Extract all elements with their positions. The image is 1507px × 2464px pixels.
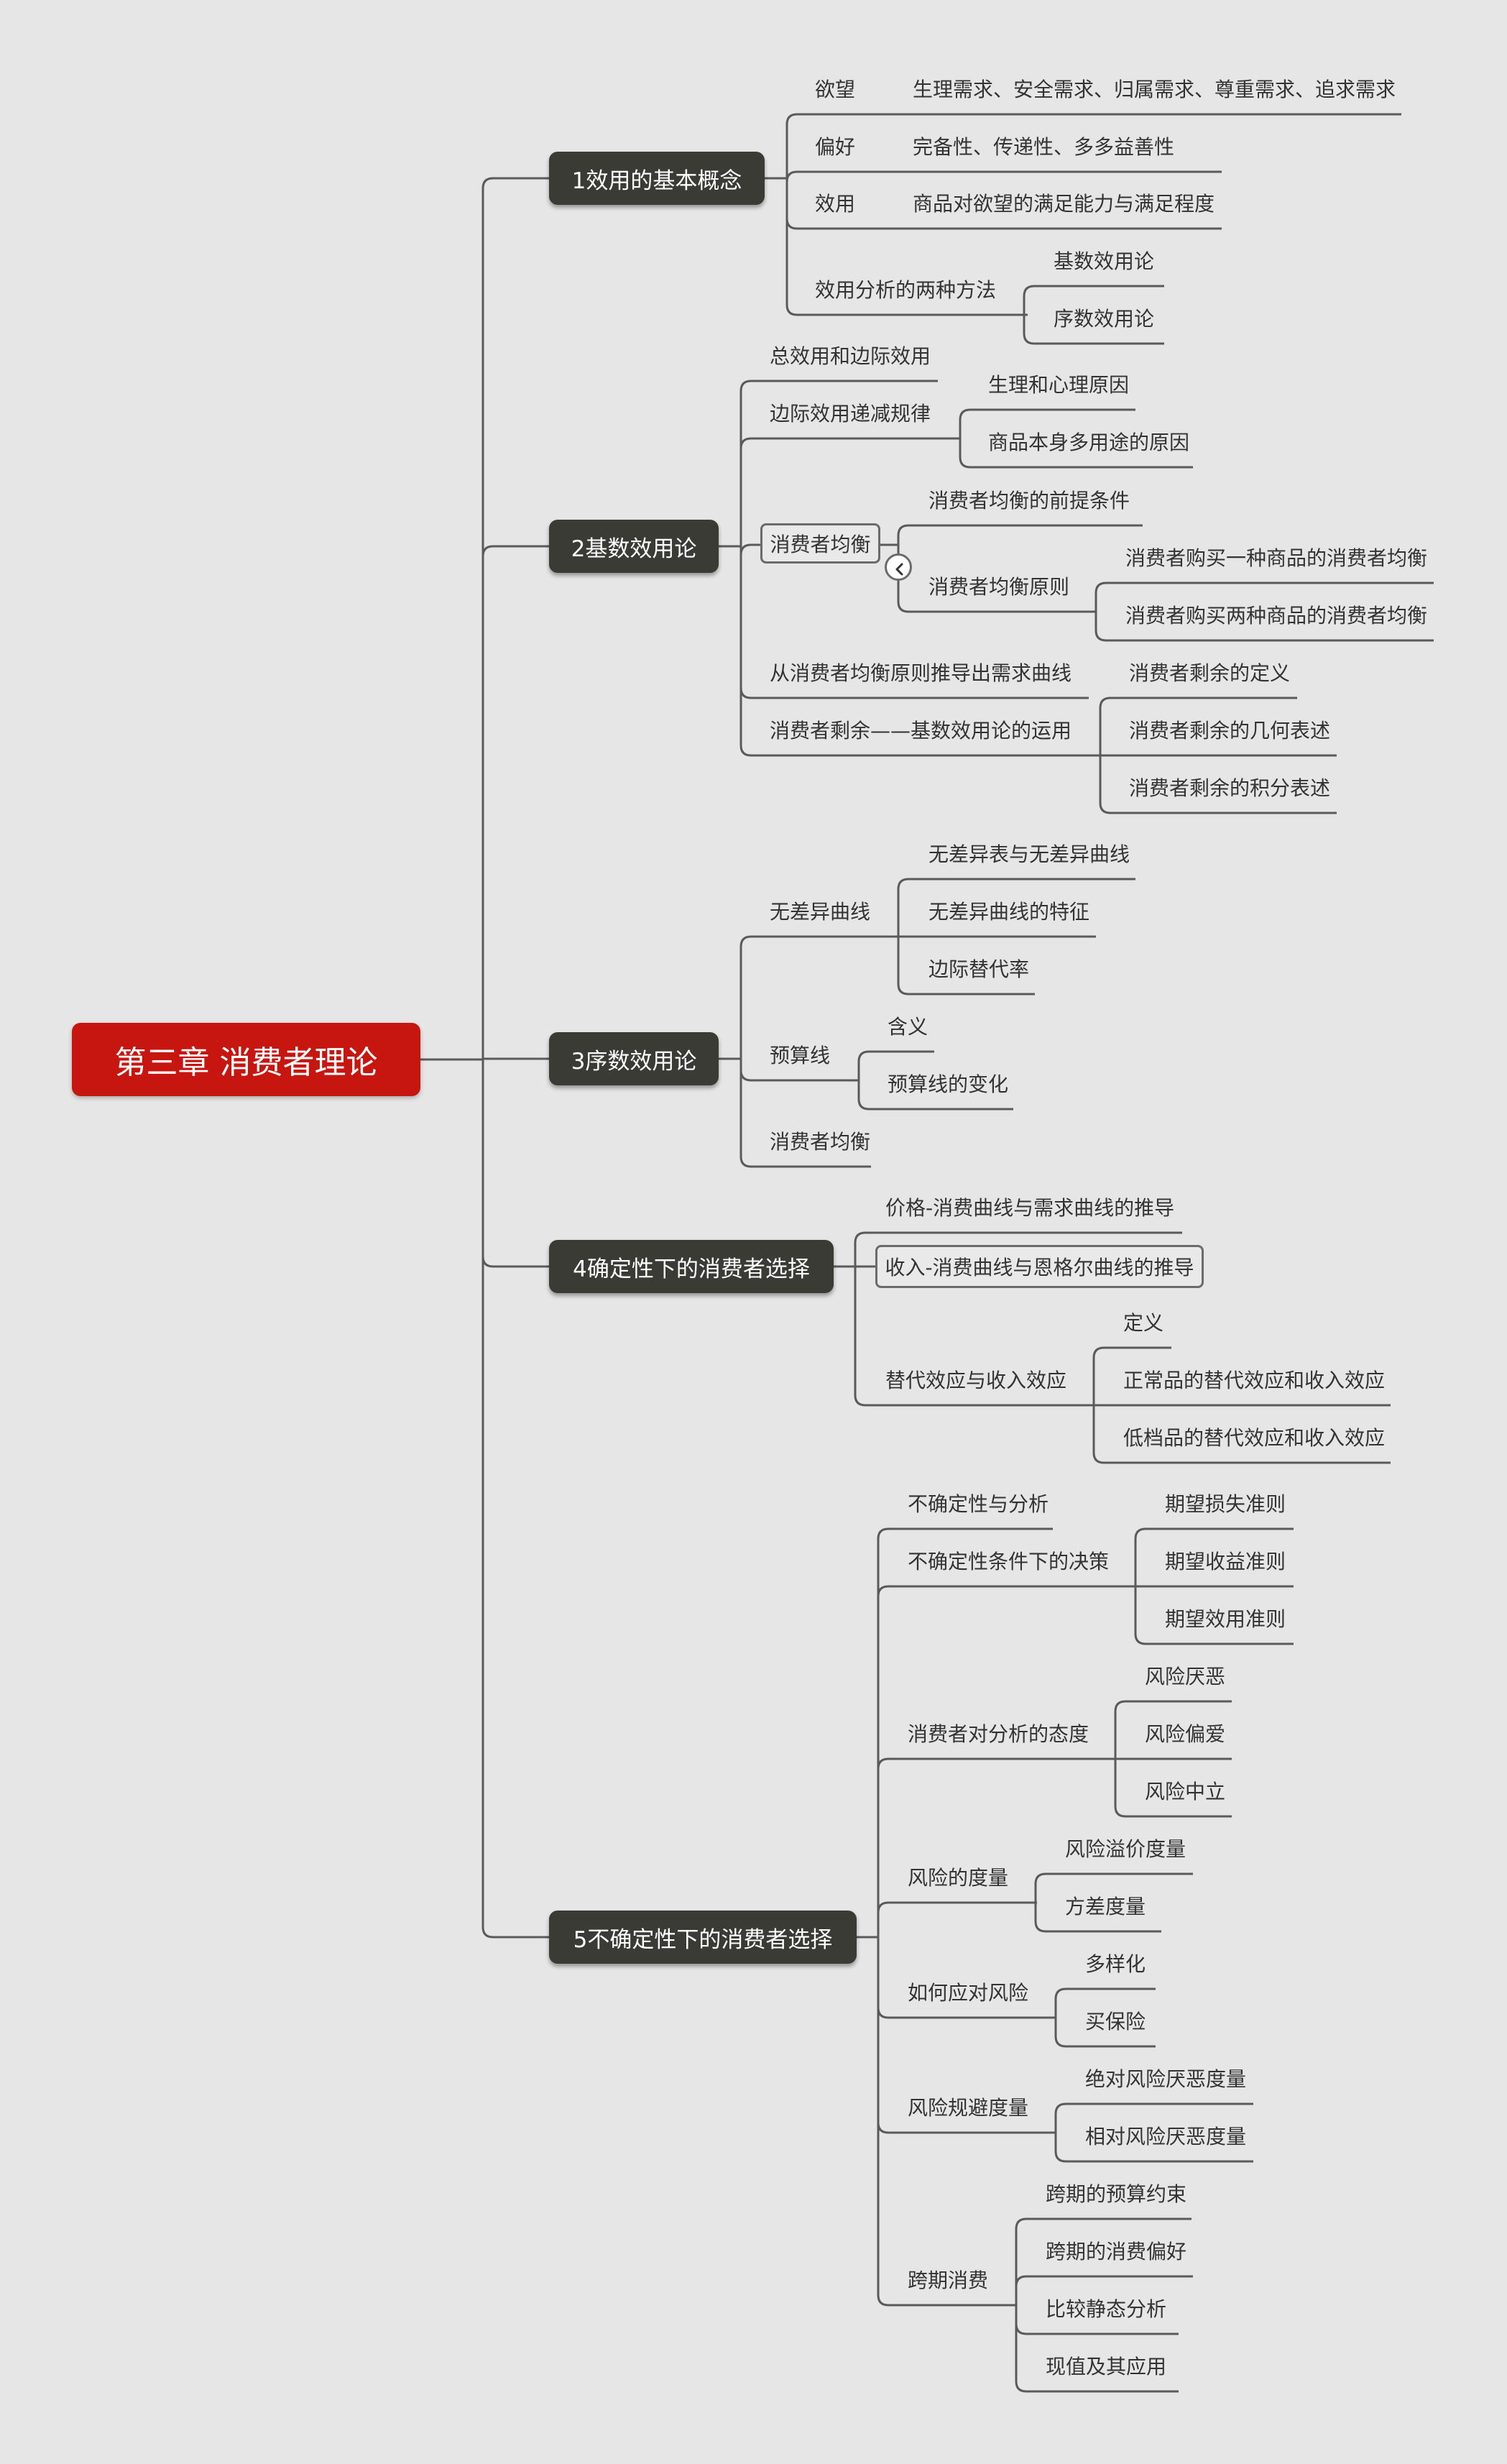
topic-indifference-curve[interactable]: 无差异曲线 (770, 900, 871, 924)
topic-absolute-risk-aversion[interactable]: 绝对风险厌恶度量 (1085, 2067, 1247, 2091)
topic-equilibrium-precondition[interactable]: 消费者均衡的前提条件 (928, 489, 1130, 512)
topic-expected-loss[interactable]: 期望损失准则 (1165, 1492, 1286, 1516)
topic-ordinal-utility[interactable]: 序数效用论 (1054, 307, 1155, 331)
topic-surplus-definition[interactable]: 消费者剩余的定义 (1129, 661, 1291, 685)
topic-ordinal-equilibrium[interactable]: 消费者均衡 (770, 1130, 871, 1154)
branch-node-3[interactable]: 3序数效用论 (549, 1032, 719, 1085)
topic-income-consumption-curve[interactable]: 收入-消费曲线与恩格尔曲线的推导 (875, 1245, 1204, 1288)
root-node[interactable]: 第三章 消费者理论 (72, 1023, 420, 1096)
topic-normal-good-effect[interactable]: 正常品的替代效应和收入效应 (1123, 1369, 1386, 1392)
topic-cardinal-utility[interactable]: 基数效用论 (1054, 249, 1155, 273)
topic-risk-neutral[interactable]: 风险中立 (1145, 1780, 1226, 1803)
branch-node-5[interactable]: 5不确定性下的消费者选择 (549, 1911, 857, 1964)
topic-insurance[interactable]: 买保险 (1085, 2010, 1146, 2033)
branch-node-4[interactable]: 4确定性下的消费者选择 (549, 1240, 834, 1293)
topic-inferior-good-effect[interactable]: 低档品的替代效应和收入效应 (1123, 1426, 1386, 1450)
topic-intertemporal-consumption[interactable]: 跨期消费 (908, 2268, 989, 2292)
topic-effect-definition[interactable]: 定义 (1123, 1311, 1164, 1335)
topic-derive-demand-curve[interactable]: 从消费者均衡原则推导出需求曲线 (770, 661, 1072, 685)
topic-risk-measure[interactable]: 风险的度量 (908, 1866, 1009, 1890)
topic-substitution-income-effect[interactable]: 替代效应与收入效应 (885, 1369, 1067, 1392)
topic-equilibrium-principle[interactable]: 消费者均衡原则 (928, 575, 1070, 599)
topic-desire-detail[interactable]: 生理需求、安全需求、归属需求、尊重需求、追求需求 (913, 78, 1396, 101)
topic-risk-averse[interactable]: 风险厌恶 (1145, 1665, 1226, 1688)
topic-multi-use-reason[interactable]: 商品本身多用途的原因 (988, 431, 1190, 454)
topic-indifference-table[interactable]: 无差异表与无差异曲线 (928, 842, 1130, 866)
collapse-toggle-button[interactable] (885, 553, 912, 581)
topic-utility-detail[interactable]: 商品对欲望的满足能力与满足程度 (913, 192, 1215, 216)
topic-two-methods[interactable]: 效用分析的两种方法 (815, 278, 997, 302)
topic-diminishing-marginal-utility[interactable]: 边际效用递减规律 (770, 402, 931, 426)
topic-present-value[interactable]: 现值及其应用 (1046, 2355, 1167, 2378)
topic-one-good-equilibrium[interactable]: 消费者购买一种商品的消费者均衡 (1125, 546, 1428, 570)
topic-mrs[interactable]: 边际替代率 (928, 957, 1030, 981)
topic-desire[interactable]: 欲望 (815, 78, 856, 101)
branch-node-1[interactable]: 1效用的基本概念 (549, 152, 765, 205)
topic-cope-with-risk[interactable]: 如何应对风险 (908, 1981, 1029, 2005)
topic-uncertainty-analysis[interactable]: 不确定性与分析 (908, 1492, 1049, 1516)
topic-preference[interactable]: 偏好 (815, 135, 856, 159)
topic-risk-aversion-measure[interactable]: 风险规避度量 (908, 2096, 1029, 2120)
topic-intertemporal-preference[interactable]: 跨期的消费偏好 (1046, 2240, 1187, 2263)
topic-relative-risk-aversion[interactable]: 相对风险厌恶度量 (1085, 2125, 1247, 2148)
topic-decision-under-uncertainty[interactable]: 不确定性条件下的决策 (908, 1550, 1110, 1573)
topic-price-consumption-curve[interactable]: 价格-消费曲线与需求曲线的推导 (885, 1196, 1175, 1220)
topic-risk-loving[interactable]: 风险偏爱 (1145, 1722, 1226, 1746)
topic-physio-psych-reason[interactable]: 生理和心理原因 (988, 373, 1130, 397)
branch-node-2[interactable]: 2基数效用论 (549, 520, 719, 573)
topic-risk-premium[interactable]: 风险溢价度量 (1065, 1837, 1186, 1861)
topic-preference-detail[interactable]: 完备性、传递性、多多益善性 (913, 135, 1175, 159)
topic-budget-meaning[interactable]: 含义 (888, 1015, 928, 1039)
topic-total-marginal-utility[interactable]: 总效用和边际效用 (770, 344, 931, 368)
topic-surplus-geometric[interactable]: 消费者剩余的几何表述 (1129, 719, 1331, 743)
topic-variance-measure[interactable]: 方差度量 (1065, 1895, 1146, 1918)
topic-budget-change[interactable]: 预算线的变化 (888, 1072, 1009, 1096)
topic-surplus-integral[interactable]: 消费者剩余的积分表述 (1129, 776, 1331, 800)
topic-two-goods-equilibrium[interactable]: 消费者购买两种商品的消费者均衡 (1125, 604, 1428, 628)
topic-diversification[interactable]: 多样化 (1085, 1952, 1146, 1976)
topic-utility[interactable]: 效用 (815, 192, 856, 216)
topic-expected-utility[interactable]: 期望效用准则 (1165, 1607, 1286, 1631)
topic-consumer-surplus[interactable]: 消费者剩余——基数效用论的运用 (770, 719, 1072, 743)
topic-indifference-features[interactable]: 无差异曲线的特征 (928, 900, 1090, 924)
chevron-left-icon (895, 563, 903, 576)
topic-budget-line[interactable]: 预算线 (770, 1044, 831, 1067)
topic-expected-gain[interactable]: 期望收益准则 (1165, 1550, 1286, 1573)
topic-comparative-statics[interactable]: 比较静态分析 (1046, 2297, 1167, 2321)
topic-intertemporal-budget[interactable]: 跨期的预算约束 (1046, 2182, 1187, 2206)
topic-risk-attitude[interactable]: 消费者对分析的态度 (908, 1722, 1089, 1746)
topic-consumer-equilibrium-selected[interactable]: 消费者均衡 (760, 523, 880, 564)
